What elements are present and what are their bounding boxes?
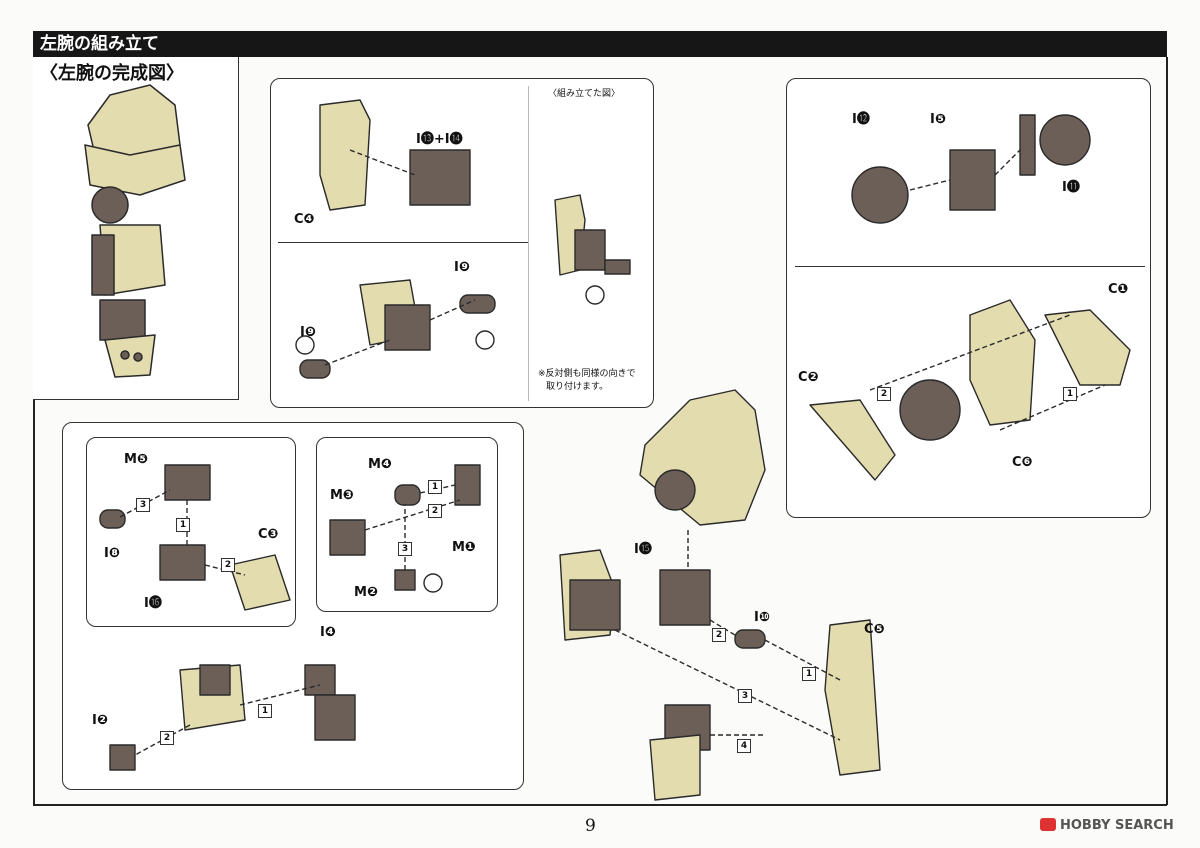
step-marker-4-main: 4 xyxy=(737,739,751,753)
part-label-m2: M❷ xyxy=(354,585,378,600)
part-label-i10: I❿ xyxy=(754,610,770,625)
assembled-view-title: 〈組み立てた図〉 xyxy=(548,89,621,99)
part-label-i9-right: I❾ xyxy=(454,260,470,275)
part-label-c5: C❺ xyxy=(864,622,885,637)
frame-bottom-line xyxy=(33,804,1167,806)
part-label-c3: C❸ xyxy=(258,527,279,542)
frame-left-line xyxy=(33,57,35,805)
assembled-view-illustration xyxy=(554,194,631,305)
hand-joint-parts-illustration xyxy=(329,464,481,593)
step-marker-1-forearm: 1 xyxy=(258,704,272,718)
panel-divider-vertical xyxy=(528,86,529,401)
step-marker-3-hand: 3 xyxy=(398,542,412,556)
step-marker-1-wrist: 1 xyxy=(176,518,190,532)
part-label-i12: I⓬ xyxy=(852,112,870,127)
part-label-i9-left: I❾ xyxy=(300,325,316,340)
shoulder-divider-line xyxy=(795,266,1145,267)
part-label-m3: M❸ xyxy=(330,488,354,503)
part-label-i5: I❺ xyxy=(930,112,946,127)
watermark: HOBBY SEARCH xyxy=(1040,818,1174,833)
shoulder-parts-illustration xyxy=(809,114,1131,481)
part-label-m4: M❹ xyxy=(368,457,392,472)
part-label-m5: M❺ xyxy=(124,452,148,467)
section-header-bar xyxy=(33,31,1167,57)
page-number: 9 xyxy=(585,816,596,836)
step-marker-3-wrist: 3 xyxy=(136,498,150,512)
part-label-i15: I⓯ xyxy=(634,542,652,557)
step-marker-2-hand: 2 xyxy=(428,504,442,518)
part-label-c2: C❷ xyxy=(798,370,819,385)
completed-view-title: 〈左腕の完成図〉 xyxy=(40,63,184,84)
part-label-m1: M❶ xyxy=(452,540,476,555)
frame-right-line xyxy=(1166,57,1168,805)
upper-joint-parts-illustration xyxy=(295,99,496,379)
watermark-logo-icon xyxy=(1040,818,1056,831)
forearm-assembly-illustration xyxy=(109,664,356,771)
part-label-c1: C❶ xyxy=(1108,282,1129,297)
section-title: 左腕の組み立て xyxy=(40,34,159,54)
step-marker-1-shoulder: 1 xyxy=(1063,387,1077,401)
part-label-i13-i14: I⓭+I⓮ xyxy=(416,132,463,147)
panel-divider-line xyxy=(278,242,528,243)
wrist-parts-illustration xyxy=(99,464,291,611)
step-marker-1-main: 1 xyxy=(802,667,816,681)
step-marker-2-shoulder: 2 xyxy=(877,387,891,401)
part-label-c6: C❻ xyxy=(1012,455,1033,470)
part-label-i2: I❷ xyxy=(92,713,108,728)
step-marker-3-main: 3 xyxy=(738,689,752,703)
part-label-c4: C❹ xyxy=(294,212,315,227)
part-label-i4: I❹ xyxy=(320,625,336,640)
assembled-note-line2: 取り付けます。 xyxy=(546,382,609,392)
main-arm-assembly-illustration xyxy=(559,389,881,801)
part-label-i8: I❽ xyxy=(104,546,120,561)
assembled-note-line1: ※反対側も同様の向きで xyxy=(538,369,636,379)
part-label-i11: I⓫ xyxy=(1062,180,1080,195)
part-label-i16: I⓰ xyxy=(144,596,162,611)
step-marker-2-forearm: 2 xyxy=(160,731,174,745)
watermark-text: HOBBY SEARCH xyxy=(1060,818,1174,833)
completed-arm-illustration xyxy=(84,84,186,378)
step-marker-2-main: 2 xyxy=(712,628,726,642)
step-marker-1-hand: 1 xyxy=(428,480,442,494)
step-marker-2-wrist: 2 xyxy=(221,558,235,572)
